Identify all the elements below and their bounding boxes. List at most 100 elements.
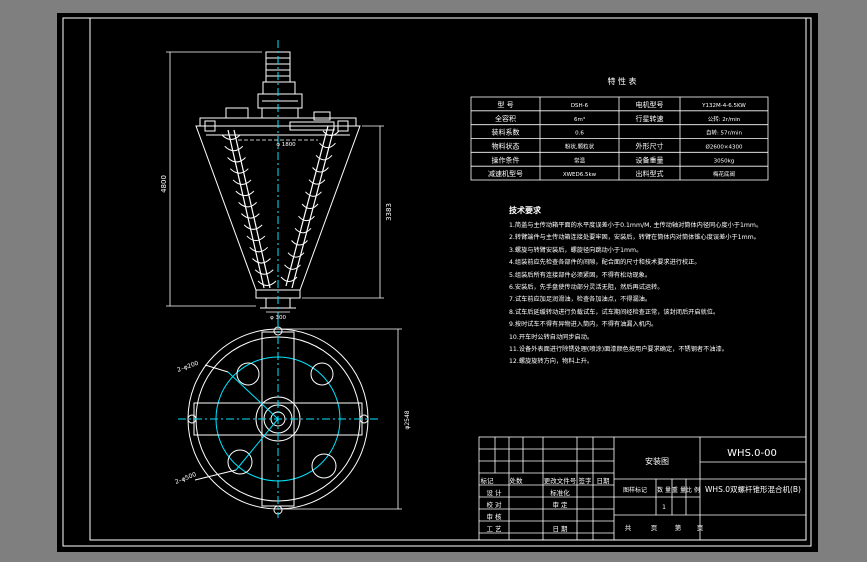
title-block-label: 标准化: [550, 488, 570, 497]
plan-port-top-left: [236, 362, 260, 386]
title-block-label: 图样标记: [623, 486, 647, 494]
screw-flight: [315, 154, 333, 161]
inner-frame: [89, 17, 807, 541]
screw-flight: [312, 167, 329, 173]
title-block-label: 第: [675, 523, 682, 532]
screw-flight: [243, 224, 263, 230]
note-line: 10.开车时公转自动同步启动。: [509, 333, 594, 341]
title-block-label: 数 量: [657, 486, 671, 494]
spec-cell: 操作条件: [492, 155, 520, 164]
screw-flight: [291, 240, 308, 246]
spec-cell: 3050kg: [714, 158, 735, 164]
drawing-number: WHS.0-00: [727, 448, 777, 459]
spec-cell: 0.6: [575, 131, 584, 137]
spec-cell: 全容积: [495, 114, 516, 123]
spec-cell: 出料型式: [636, 169, 664, 178]
title-block-text: 标记 处数 更改文件号签字日期设 计校 对审 核工 艺 标准化审 定日 期 图样标记 数 …: [481, 476, 704, 533]
sheet-background: [57, 13, 818, 552]
front-dimensions: [166, 51, 384, 313]
spec-cell: 行星转速: [636, 114, 664, 123]
spec-cell: Y132M-4-6.5KW: [701, 103, 746, 109]
screw-flight: [241, 213, 260, 219]
spec-cell: 物料状态: [492, 141, 520, 150]
drawing-name: WHS.0双螺杆锥形混合机(B): [705, 484, 801, 494]
screw-flight: [257, 280, 277, 286]
screw-flight: [227, 157, 246, 163]
spec-cell: 减速机型号: [488, 169, 523, 178]
title-block-label: 设 计: [486, 488, 502, 497]
view-name: 安装图: [645, 456, 669, 466]
spec-cell: 电机型号: [636, 100, 664, 109]
plan-port-bottom-right: [311, 453, 337, 479]
right-screw-flights: [280, 130, 340, 282]
dim-body-height: 3383: [385, 203, 393, 221]
screw-flight: [249, 246, 269, 253]
title-block-label: 工 艺: [486, 525, 502, 533]
spec-cell: 公转: 2r/min: [708, 115, 741, 123]
screw-flight: [229, 168, 249, 174]
title-block-label: 页: [697, 524, 704, 532]
title-block-label: 审 核: [486, 512, 502, 521]
spec-cell: 梅花底阀: [713, 170, 735, 178]
screw-flight: [284, 264, 301, 270]
title-block-label: 签字: [579, 476, 593, 485]
spec-table-text: 型 号 DSH-6 电机型号 Y132M-4-6.5KW 全容积 6m³ 行星转速 公转: 2…: [488, 100, 746, 178]
dim-overall-dia: φ2548: [404, 410, 411, 429]
screw-flight: [322, 130, 340, 136]
screw-flight: [298, 215, 315, 222]
title-block-label: 1: [662, 504, 666, 511]
title-block-label: 共: [625, 523, 632, 532]
screw-flight: [301, 203, 319, 209]
screw-flight: [294, 227, 312, 234]
title-block-label: 处数: [510, 476, 524, 485]
spec-cell: XWED6.5kw: [563, 172, 597, 178]
note-line: 3.螺旋与转臂安装后，螺旋径向跳动小于1mm。: [509, 246, 643, 254]
screw-flight: [254, 269, 274, 275]
transmission-arm: [289, 121, 335, 131]
spec-cell: 装料系数: [492, 128, 520, 137]
note-line: 12.螺旋旋转方向，物料上升。: [509, 358, 594, 366]
dim-outlet-dia: φ 300: [270, 315, 286, 321]
spec-cell: 常温: [574, 156, 586, 164]
spec-cell: 设备重量: [636, 155, 664, 164]
note-line: 6.安装后，先手盘使传动部分灵活无阻，然后再试运转。: [509, 284, 664, 292]
screw-flight: [280, 276, 298, 282]
note-line: 7.试车前应加足润滑油，检查各加油点，不得漏油。: [509, 296, 652, 304]
title-block-label: 日 期: [552, 525, 568, 533]
screw-flight: [287, 252, 305, 258]
spec-cell: 6m³: [574, 116, 585, 123]
spec-cell: 自转: 57r/min: [706, 129, 743, 137]
screw-flight: [232, 179, 252, 185]
spec-cell: 型 号: [497, 100, 513, 109]
technical-requirements: 技术要求 1.简盖与主传动箱平面的水平度误差小于0.1mm/M, 主传动轴对筒体…: [509, 205, 809, 369]
spec-cell: Ø2600×4300: [706, 143, 743, 150]
note-line: 9.按时试车不得有异物进入筒内，不得有油漏入机内。: [509, 321, 658, 329]
title-block-label: 比 例: [686, 486, 700, 494]
screw-flight: [235, 190, 255, 197]
spec-table: [470, 96, 769, 181]
title-block-label: 审 定: [552, 500, 568, 509]
title-block-label: 更改文件号: [544, 476, 577, 485]
dim-total-height: 4800: [160, 175, 168, 193]
note-line: 8.试车后延缓转动进行负载试车，试车期间经检查正常，该封闭后开启就位。: [509, 308, 720, 316]
spec-cell: 外形尺寸: [636, 141, 664, 150]
spec-table-title: 特 性 表: [607, 76, 636, 86]
title-block-label: 校 对: [486, 500, 502, 509]
left-screw-flights: [221, 134, 277, 286]
spec-cell: DSH-6: [571, 103, 589, 109]
title-block-label: 重 量: [672, 486, 686, 494]
title-block-label: 标记: [481, 476, 495, 485]
note-line: 11.设备外表面进行除锈处理(喷涂)面漆颜色按用户要求确定，不锈钢者不油漆。: [509, 346, 728, 354]
dim-top-port: φ 1800: [276, 142, 296, 148]
title-block-label: 日期: [597, 477, 611, 485]
screw-flight: [238, 202, 257, 208]
title-block: [478, 436, 807, 541]
plan-port-bottom-left: [227, 449, 253, 475]
plan-port-top-right: [310, 362, 334, 386]
notes-heading: 技术要求: [509, 206, 541, 215]
note-line: 5.组装后所有连接部件必须紧固，不得有松动现象。: [509, 271, 652, 279]
note-line: 4.组装前应先检查各部件的间隙，配合面的尺寸和技术要求进行校正。: [509, 259, 701, 267]
screw-flight: [224, 145, 244, 152]
note-line: 1.简盖与主传动箱平面的水平度误差小于0.1mm/M, 主传动轴对筒体内径同心度…: [509, 222, 763, 229]
